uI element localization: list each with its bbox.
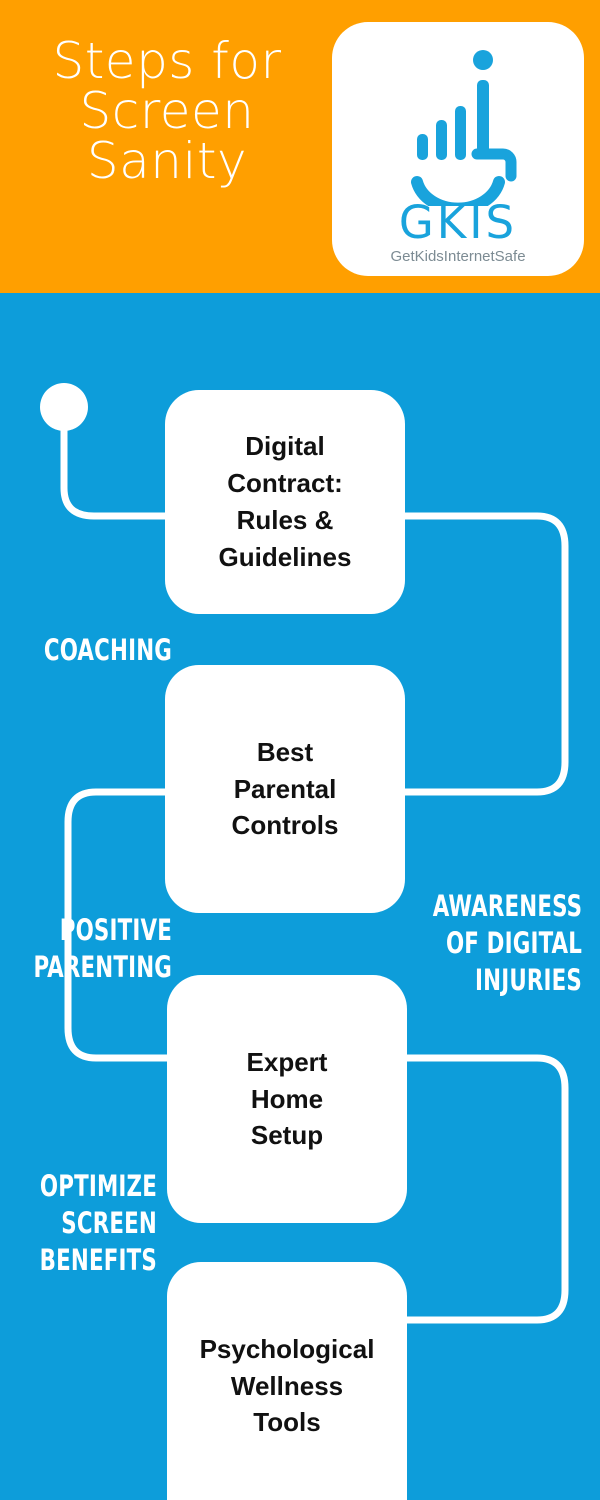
flow-label-positive-parenting: POSITIVE PARENTING	[33, 913, 173, 985]
header-band: Steps for Screen Sanity	[0, 0, 600, 293]
flow-node-digital-contract[interactable]: Digital Contract: Rules & Guidelines	[165, 390, 405, 614]
flow-label-awareness-of-digital-injuries: AWARENESS OF DIGITAL INJURIES	[432, 889, 583, 998]
flow-label-optimize-screen-benefits: OPTIMIZE SCREEN BENEFITS	[39, 1169, 158, 1278]
logo-wordmark: GKIS	[398, 196, 518, 249]
flow-node-expert-home-setup[interactable]: Expert Home Setup	[167, 975, 407, 1223]
logo-card: GKIS GetKidsInternetSafe	[332, 22, 584, 276]
logo-tagline: GetKidsInternetSafe	[390, 248, 526, 265]
flow-start-dot	[40, 383, 88, 431]
gkis-hand-bars-smile-icon	[373, 36, 543, 215]
page-title: Steps for Screen Sanity	[52, 32, 282, 190]
flow-label-coaching: COACHING	[43, 633, 172, 667]
flow-node-psychological-wellness[interactable]: Psychological Wellness Tools	[167, 1262, 407, 1500]
flow-node-parental-controls[interactable]: Best Parental Controls	[165, 665, 405, 913]
